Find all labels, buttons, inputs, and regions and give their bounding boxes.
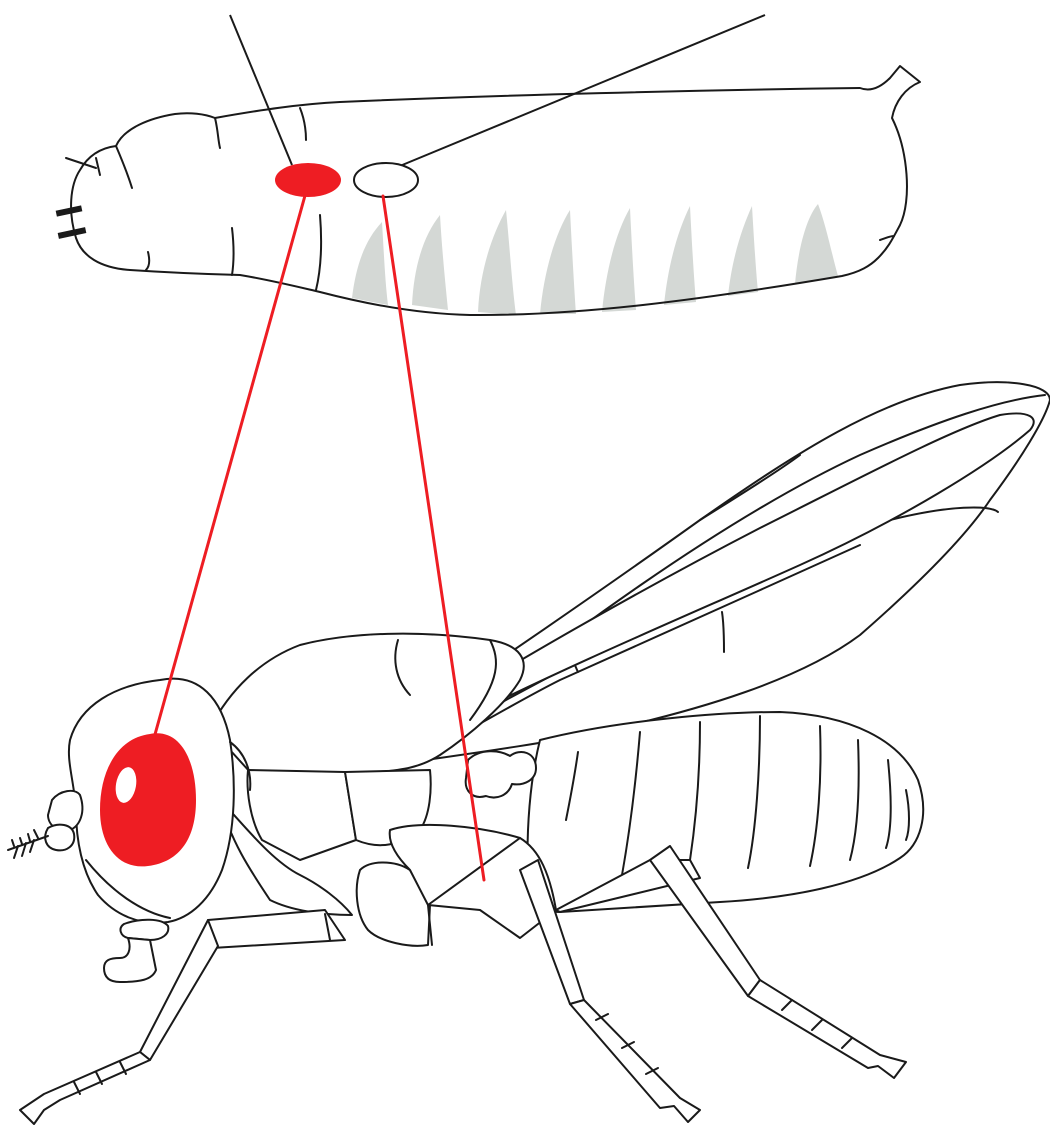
antenna-segment: [45, 825, 74, 851]
abdomen: [528, 712, 924, 912]
shade-3: [478, 210, 516, 315]
shade-1: [352, 222, 388, 305]
larva-empty-organ: [354, 163, 418, 197]
larva-head-neck: [215, 118, 220, 148]
larva-body: [56, 66, 920, 315]
mouthpart-palp: [104, 938, 156, 982]
larva-head-line: [116, 146, 132, 188]
shade-7: [728, 206, 758, 296]
wing-base-knob: [466, 751, 536, 797]
front-leg-tibia: [140, 920, 218, 1060]
hind-leg-tarsus: [748, 980, 906, 1078]
larva-red-organ: [275, 163, 341, 197]
front-leg-tarsus: [20, 1052, 150, 1124]
larva-seg-a: [232, 228, 234, 275]
larva-mouth: [146, 252, 149, 270]
shade-5: [602, 208, 636, 312]
shade-6: [664, 206, 696, 305]
mouthpart-upper: [121, 920, 169, 940]
larva-antenna-mark: [96, 158, 100, 175]
adult-body: [8, 382, 1050, 1124]
leader-line-left: [230, 15, 292, 165]
shade-8: [795, 204, 838, 284]
shade-2: [412, 215, 448, 310]
larva-mark-2: [58, 227, 87, 239]
larva-segment-shading: [352, 204, 838, 315]
larva-seg-b: [300, 108, 306, 140]
leader-line-right: [395, 15, 765, 168]
middle-leg-tarsus: [570, 1000, 700, 1122]
antenna-feather: [8, 830, 48, 858]
shade-4: [540, 210, 576, 314]
larva-seg-c: [316, 215, 321, 290]
larva-mark-1: [56, 205, 83, 216]
